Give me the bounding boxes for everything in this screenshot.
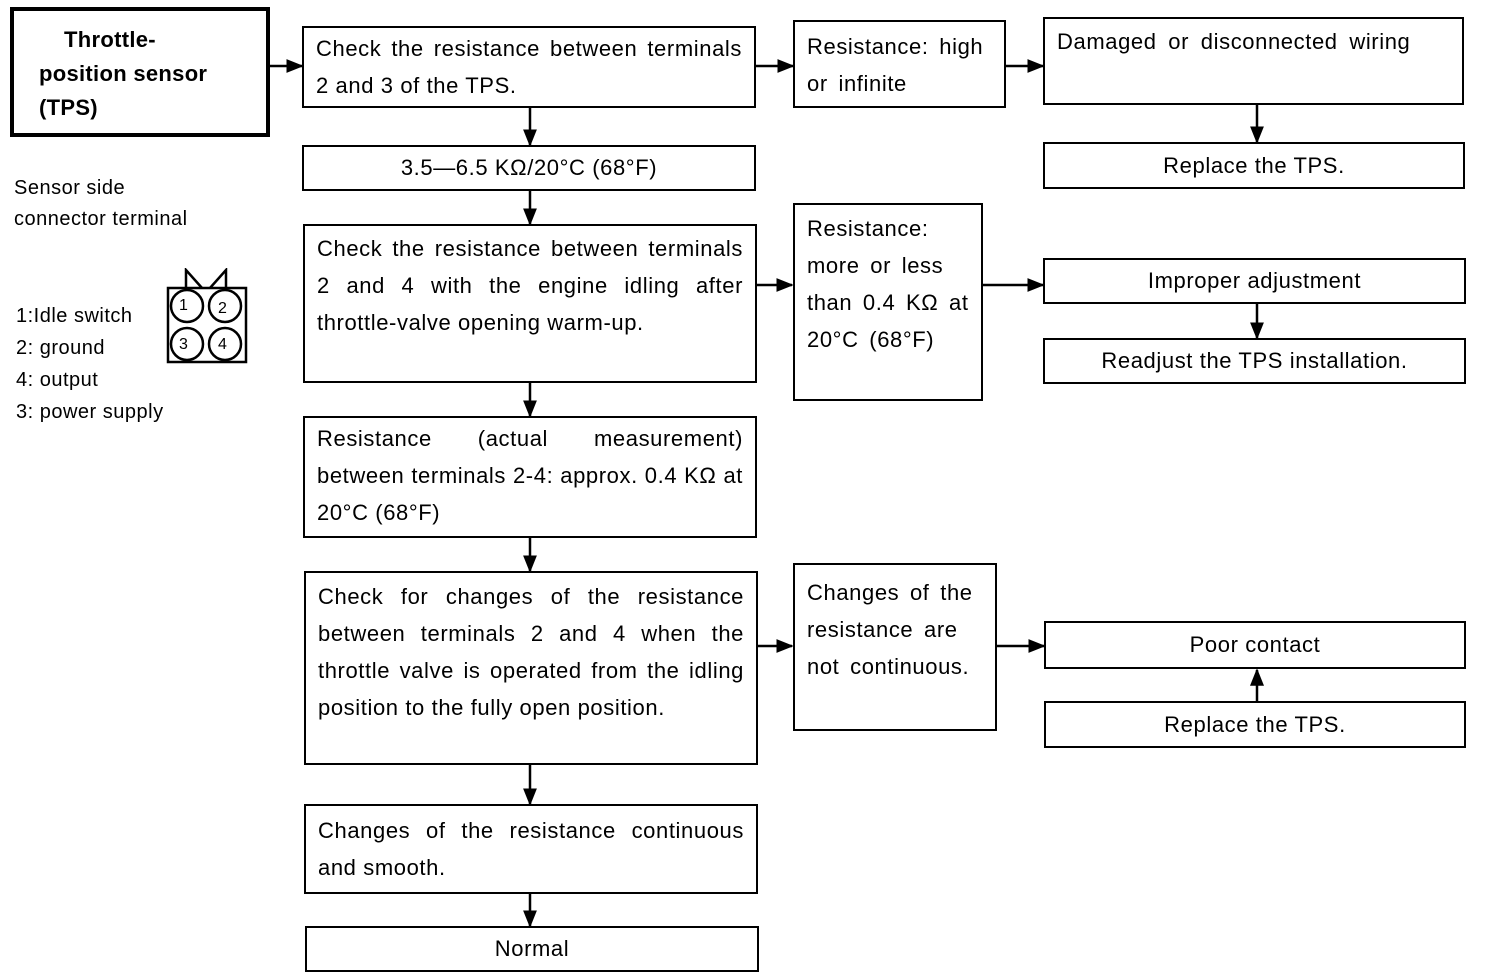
cause-damaged-wiring: Damaged or disconnected wiring [1043, 17, 1464, 105]
connector-legend-4: 3: power supply [16, 401, 164, 423]
action-replace-tps-1: Replace the TPS. [1043, 142, 1465, 189]
step-changes-smooth: Changes of the resistance continuous and… [304, 804, 758, 894]
connector-terminal-icon: 1 2 3 4 [166, 268, 248, 364]
step-actual-measurement: Resistance (actual measurement) between … [303, 416, 757, 538]
pin-2: 2 [218, 300, 227, 317]
step-check-changes: Check for changes of the resistance betw… [304, 571, 758, 765]
step-check-terminals-2-3: Check the resistance between terminals 2… [302, 26, 756, 108]
connector-legend-2: 2: ground [16, 337, 106, 359]
tps-title-line1: Throttle- [64, 27, 156, 52]
action-replace-tps-2: Replace the TPS. [1044, 701, 1466, 748]
tps-title-line2: position sensor [39, 61, 208, 86]
condition-not-continuous: Changes of the resistance are not contin… [793, 563, 997, 731]
condition-high-or-infinite: Resistance: high or infinite [793, 20, 1006, 108]
connector-caption-line2: connector terminal [14, 208, 188, 230]
connector-legend-1: 1:Idle switch [16, 305, 133, 327]
connector-caption-line1: Sensor side [14, 177, 126, 199]
tps-title-box: Throttle- position sensor (TPS) [10, 7, 270, 137]
tps-title-line3: (TPS) [39, 95, 98, 120]
cause-improper-adjustment: Improper adjustment [1043, 258, 1466, 304]
pin-1: 1 [179, 297, 188, 314]
step-spec-range: 3.5—6.5 KΩ/20°C (68°F) [302, 145, 756, 191]
action-readjust-tps: Readjust the TPS installation. [1043, 338, 1466, 384]
step-check-terminals-2-4-idle: Check the resistance between terminals 2… [303, 224, 757, 383]
cause-poor-contact: Poor contact [1044, 621, 1466, 669]
condition-more-or-less: Resistance: more or less than 0.4 KΩ at … [793, 203, 983, 401]
step-normal: Normal [305, 926, 759, 972]
connector-legend-3: 4: output [16, 369, 99, 391]
pin-4: 4 [218, 336, 227, 353]
pin-3: 3 [179, 336, 188, 353]
